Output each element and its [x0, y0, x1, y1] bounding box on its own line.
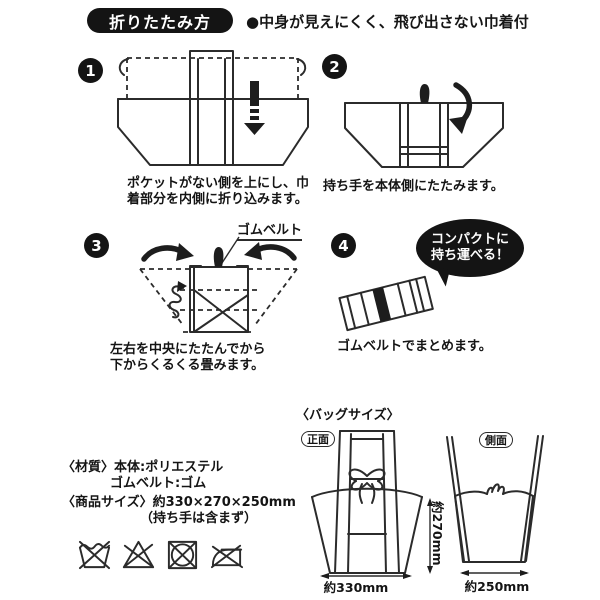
- step-2-number: 2: [329, 57, 340, 76]
- bag-depth-label: 約250mm: [464, 579, 530, 594]
- section-title-pill: 折りたたみ方: [87, 8, 233, 33]
- drawstring-bow: [348, 468, 386, 504]
- product-size-line-1: 〈商品サイズ〉約330×270×250mm: [62, 495, 296, 510]
- product-size-line-2: （持ち手は含まず）: [140, 511, 258, 526]
- rubber-belt-knob: [213, 247, 224, 267]
- do-not-wash-icon: [78, 540, 111, 570]
- step-4-rolled-bundle-diagram: [338, 275, 434, 332]
- compact-speech-bubble: コンパクトに 持ち運べる！: [416, 219, 524, 277]
- material-spec-line-2: ゴムベルト:ゴム: [110, 476, 207, 491]
- do-not-iron-icon: [210, 544, 244, 569]
- rubber-belt-knob: [419, 84, 430, 103]
- bag-size-heading: 〈バッグサイズ〉: [296, 408, 400, 423]
- side-view-label: 側面: [479, 432, 513, 448]
- step-3-caption: 左右を中央にたたんでから 下からくるくる畳みます。: [110, 342, 266, 373]
- step-1-bag-diagram: [117, 50, 309, 166]
- bag-width-label: 約330mm: [323, 580, 389, 595]
- step-4-number: 4: [338, 236, 349, 255]
- step-4-caption: ゴムベルトでまとめます。: [337, 339, 492, 354]
- drawstring-scrunch: [486, 483, 505, 495]
- bag-front-view-diagram: [311, 430, 433, 579]
- feature-bullet-text: ●中身が見えにくく、飛び出さない巾着付: [246, 13, 529, 31]
- bag-side-view-diagram: [446, 435, 544, 576]
- rubber-belt-label: ゴムベルト: [237, 219, 303, 241]
- care-symbols-row: [76, 537, 245, 572]
- step-2-caption: 持ち手を本体側にたたみます。: [323, 179, 504, 194]
- step-1-caption: ポケットがない側を上にし、巾 着部分を内側に折り込みます。: [127, 176, 310, 207]
- fold-down-arrow: [250, 81, 259, 106]
- step-3-number: 3: [91, 236, 102, 255]
- front-view-label: 正面: [301, 431, 335, 447]
- step-3-number-badge: 3: [84, 233, 109, 258]
- step-1-number-badge: 1: [78, 58, 103, 83]
- roll-up-spiral: [168, 285, 184, 319]
- step-3-fold-diagram: [139, 236, 298, 333]
- section-title-text: 折りたたみ方: [108, 12, 211, 32]
- step-4-number-badge: 4: [331, 233, 356, 258]
- step-2-number-badge: 2: [322, 54, 347, 79]
- step-2-bag-diagram: [344, 82, 504, 168]
- step-1-number: 1: [85, 61, 96, 80]
- rubber-belt-band: [372, 287, 392, 322]
- material-spec-line-1: 〈材質〉本体:ポリエステル: [62, 460, 224, 475]
- do-not-bleach-icon: [122, 540, 155, 569]
- do-not-tumble-dry-icon: [167, 540, 198, 570]
